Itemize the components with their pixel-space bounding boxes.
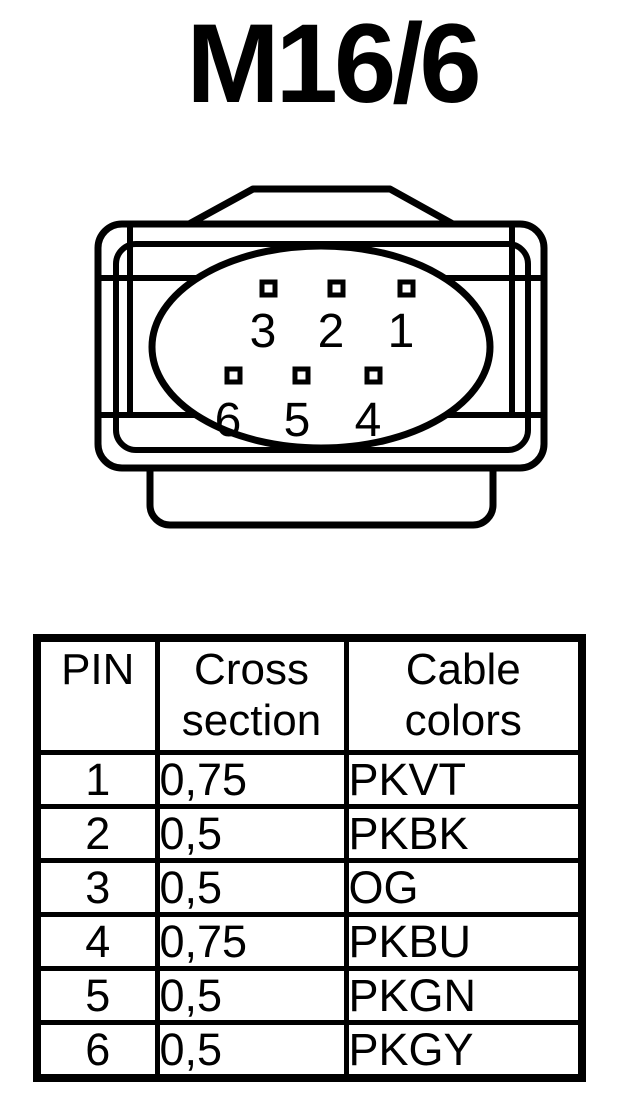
cross-section-cell: 0,5: [154, 966, 349, 1025]
pin-cell: 6: [34, 1020, 160, 1081]
pin-cell: 1: [34, 750, 160, 809]
cross-section-cell: 0,75: [154, 912, 349, 971]
cable-color-cell: PKGN: [343, 966, 585, 1025]
cable-color-cell: PKBK: [343, 804, 585, 863]
column-header-cross-section: Cross section: [154, 635, 349, 755]
cable-color-cell: PKVT: [343, 750, 585, 809]
pin-table: PIN Cross section Cable colors 1 0,75 PK…: [33, 634, 586, 1082]
pin-label-5: 5: [284, 394, 311, 447]
pin-contact-4: [364, 366, 383, 385]
cable-color-cell: PKGY: [343, 1020, 585, 1081]
pin-cell: 4: [34, 912, 160, 971]
table-row: 6 0,5 PKGY: [34, 1020, 585, 1081]
pin-cell: 2: [34, 804, 160, 863]
table-row: 4 0,75 PKBU: [34, 912, 585, 971]
pin-label-4: 4: [355, 394, 382, 447]
cable-color-cell: PKBU: [343, 912, 585, 971]
pin-label-2: 2: [318, 305, 345, 358]
header-row: PIN Cross section Cable colors: [34, 635, 585, 755]
pin-label-3: 3: [250, 305, 277, 358]
pin-contact-3: [259, 279, 278, 298]
cross-section-cell: 0,75: [154, 750, 349, 809]
table-row: 1 0,75 PKVT: [34, 750, 585, 809]
cross-section-cell: 0,5: [154, 1020, 349, 1081]
column-header-pin: PIN: [34, 635, 160, 755]
cross-section-cell: 0,5: [154, 804, 349, 863]
cable-color-cell: OG: [343, 858, 585, 917]
cross-section-cell: 0,5: [154, 858, 349, 917]
pin-label-1: 1: [388, 305, 415, 358]
table-row: 3 0,5 OG: [34, 858, 585, 917]
pin-cell: 5: [34, 966, 160, 1025]
pin-cell: 3: [34, 858, 160, 917]
pin-label-6: 6: [215, 394, 242, 447]
table-row: 5 0,5 PKGN: [34, 966, 585, 1025]
pin-contact-1: [397, 279, 416, 298]
pin-contact-2: [327, 279, 346, 298]
pin-contact-6: [224, 366, 243, 385]
table-row: 2 0,5 PKBK: [34, 804, 585, 863]
diagram-title: M16/6: [186, 1, 481, 126]
column-header-cable-colors: Cable colors: [343, 635, 585, 755]
pin-contact-5: [292, 366, 311, 385]
